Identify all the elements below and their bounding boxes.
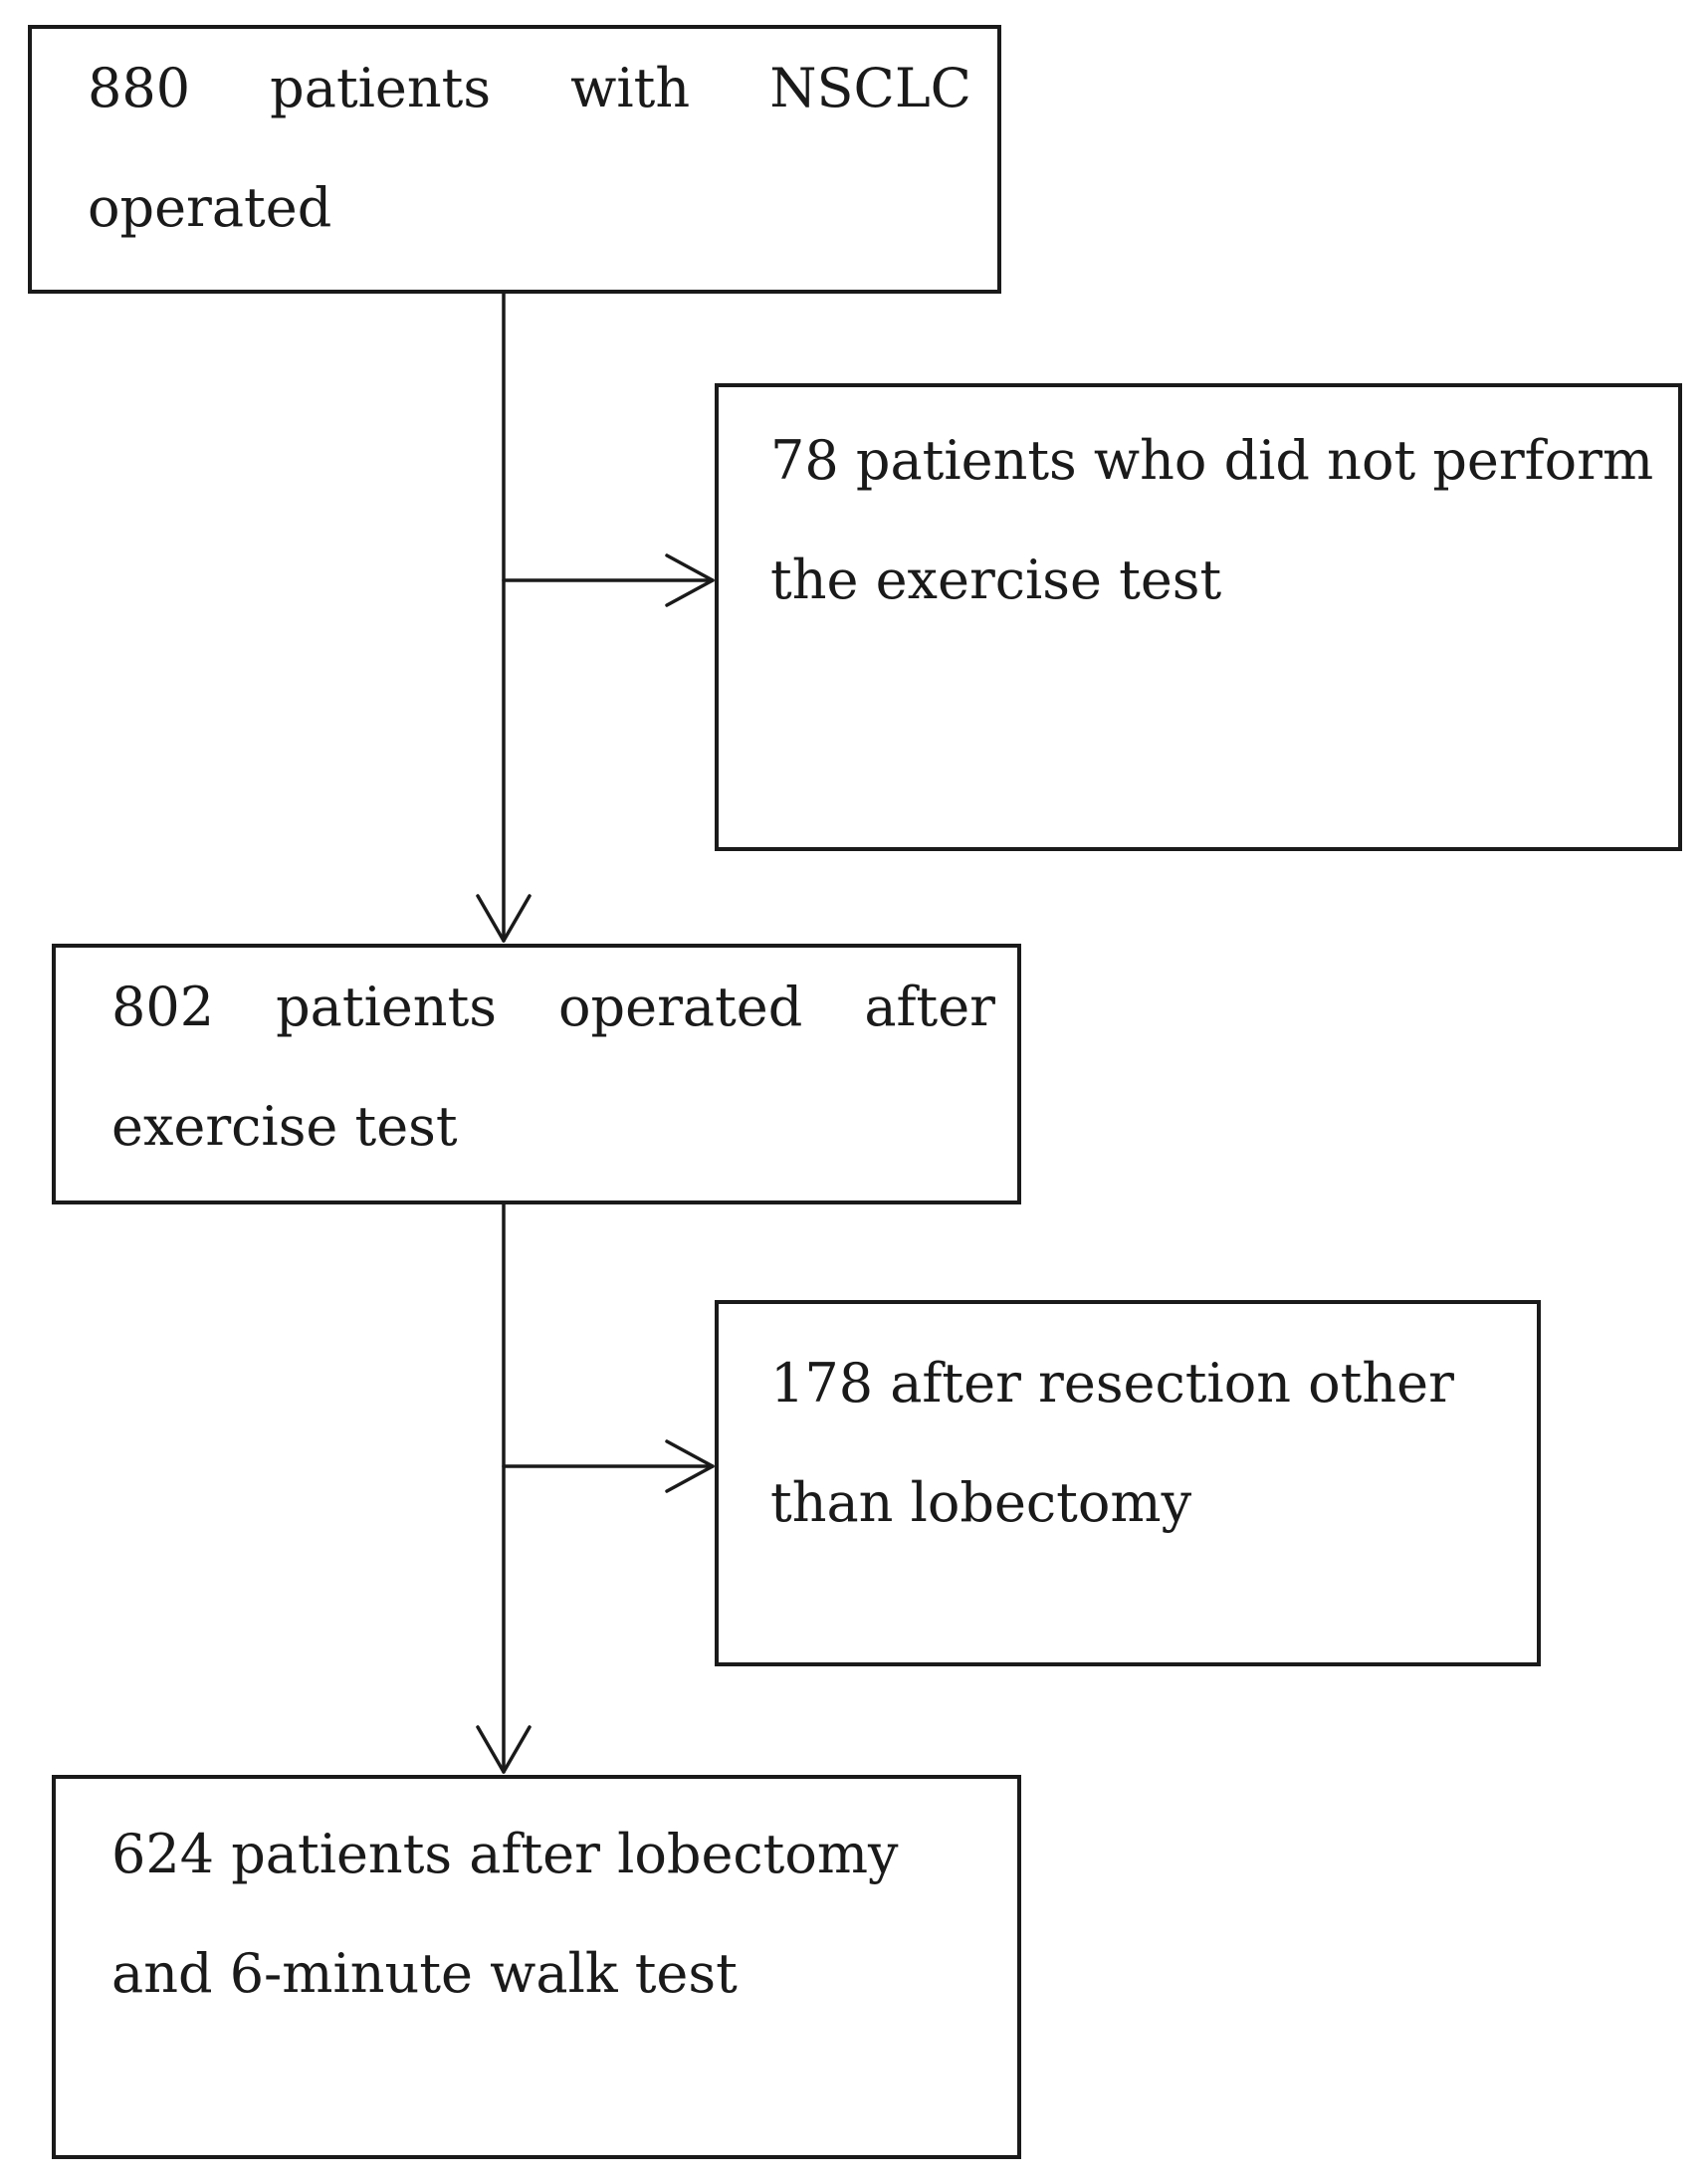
node-excluded-no-exercise: 78 patients who did not perform the exer…: [715, 383, 1682, 851]
node-total-patients-text: 880 patients with NSCLC operated: [88, 57, 971, 239]
node-excluded-other-resection-text: 178 after resection other than lobectomy: [770, 1352, 1454, 1534]
node-after-exercise: 802 patients operated after exercise tes…: [52, 944, 1021, 1204]
node-final: 624 patients after lobectomy and 6-minut…: [52, 1775, 1021, 2159]
arrowhead-after-exercise: [476, 894, 532, 943]
node-final-text: 624 patients after lobectomy and 6-minut…: [111, 1823, 899, 2005]
node-excluded-no-exercise-text: 78 patients who did not perform the exer…: [770, 429, 1654, 611]
node-total-patients: 880 patients with NSCLC operated: [28, 25, 1001, 294]
arrowhead-excluded-other: [665, 1439, 715, 1493]
arrowhead-final: [476, 1725, 532, 1774]
node-excluded-other-resection: 178 after resection other than lobectomy: [715, 1300, 1541, 1666]
node-after-exercise-text: 802 patients operated after exercise tes…: [111, 976, 995, 1158]
arrowhead-excluded-no-exercise: [665, 553, 715, 607]
